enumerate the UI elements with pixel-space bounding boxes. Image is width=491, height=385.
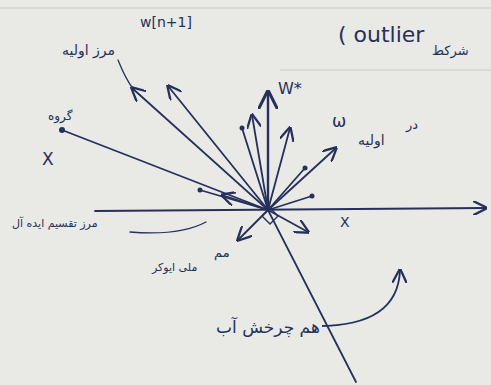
handwritten-label: ω — [330, 112, 348, 132]
handwritten-label: در — [404, 118, 420, 133]
handwritten-label: شرکط — [430, 44, 471, 59]
ink-lines — [62, 60, 486, 382]
handwritten-label: مرز تقسیم ایده آل — [10, 218, 100, 231]
handwritten-label: W* — [276, 80, 304, 98]
handwritten-label: ( outlier — [336, 22, 426, 47]
sample-points — [59, 126, 315, 199]
handwritten-label: هم چرخش آب — [214, 318, 322, 338]
handwritten-label: ملی ایوکر — [150, 262, 199, 275]
handwritten-label: اولیه — [356, 132, 387, 148]
handwritten-label: مم — [212, 246, 232, 261]
handwritten-label: X — [40, 150, 56, 170]
handwritten-label: X — [338, 214, 352, 230]
handwritten-label: گروه — [46, 110, 74, 124]
handwritten-label: w[n+1] — [138, 14, 194, 30]
ruled-lines — [0, 8, 491, 70]
handwritten-label: مرز اولیه — [60, 42, 117, 58]
